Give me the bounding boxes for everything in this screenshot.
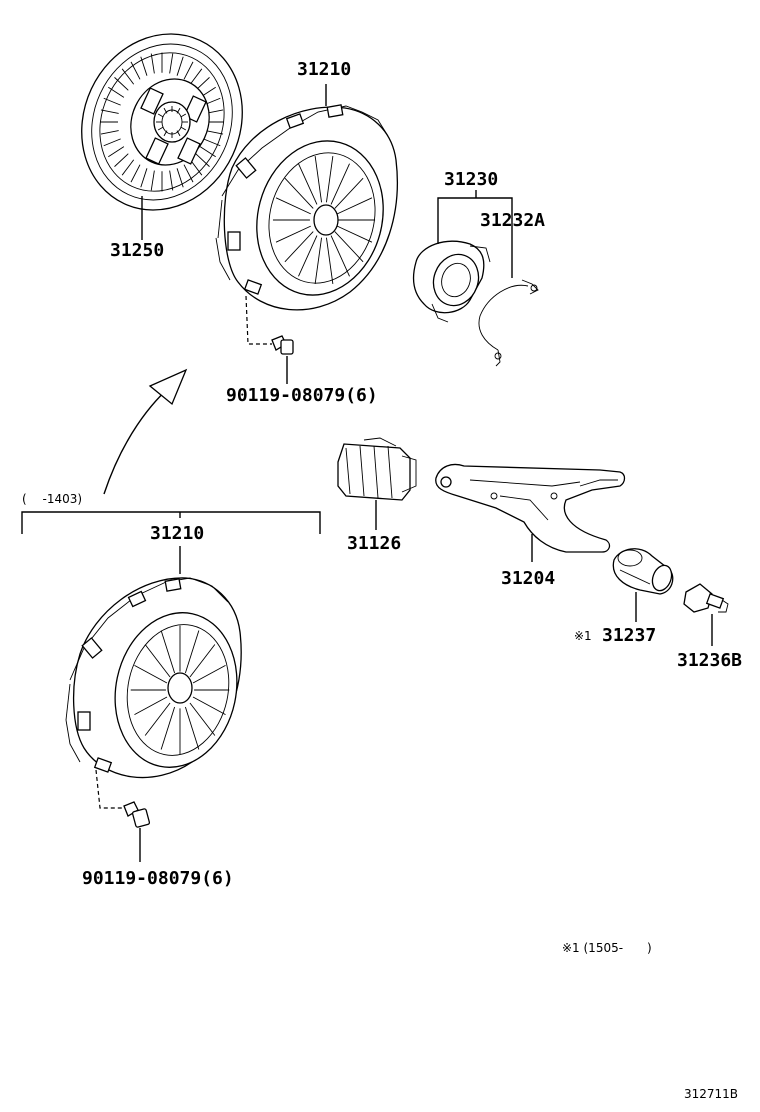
clutch-cover-upper[interactable] xyxy=(215,104,400,311)
line-detail xyxy=(121,159,135,176)
line-detail xyxy=(150,53,155,74)
label-31126: 31126 xyxy=(347,533,401,554)
line-detail xyxy=(108,146,125,158)
line-detail xyxy=(330,163,350,205)
line-detail xyxy=(114,77,129,91)
line-detail xyxy=(100,130,119,135)
label-31204: 31204 xyxy=(501,568,555,589)
line-detail xyxy=(180,126,187,131)
release-fork[interactable] xyxy=(435,463,626,553)
bolt-upper[interactable] xyxy=(271,335,294,355)
line-detail xyxy=(130,164,141,183)
line-detail xyxy=(157,113,164,118)
line-detail xyxy=(108,86,125,98)
line-detail xyxy=(176,168,184,188)
line-detail xyxy=(325,237,334,285)
line-detail xyxy=(195,153,210,167)
line-detail xyxy=(298,235,318,277)
line-detail xyxy=(163,107,168,114)
release-bearing[interactable] xyxy=(412,240,491,323)
line-detail xyxy=(103,97,121,106)
line-detail xyxy=(189,702,216,736)
range-lower: ( -1403) xyxy=(22,492,82,506)
bolt-lower[interactable] xyxy=(123,801,151,828)
release-clip[interactable] xyxy=(478,279,539,367)
label-bolt-lower: 90119-08079(6) xyxy=(82,868,234,889)
line-detail xyxy=(144,702,171,736)
line-detail xyxy=(337,197,373,215)
label-31237: 31237 xyxy=(602,625,656,646)
line-detail xyxy=(199,146,216,158)
line-detail xyxy=(284,177,314,209)
footnote: ※1 (1505- ) xyxy=(562,941,652,955)
line-detail xyxy=(150,170,155,191)
fork-boot[interactable] xyxy=(612,548,675,595)
line-detail xyxy=(134,664,168,684)
line-detail xyxy=(130,61,141,80)
line-detail xyxy=(160,706,176,750)
line-detail xyxy=(184,630,200,674)
clutch-boot[interactable] xyxy=(337,437,417,501)
label-31210-lower: 31210 xyxy=(150,523,204,544)
line-detail xyxy=(330,235,350,277)
line-detail xyxy=(134,696,168,716)
line-detail xyxy=(100,109,119,114)
line-detail xyxy=(140,168,148,188)
line-detail xyxy=(314,155,323,203)
label-31236B: 31236B xyxy=(677,650,742,671)
label-31230: 31230 xyxy=(444,169,498,190)
line-detail xyxy=(160,630,176,674)
line-detail xyxy=(183,164,194,183)
line-detail xyxy=(337,225,373,243)
line-detail xyxy=(334,231,364,263)
label-bolt-upper: 90119-08079(6) xyxy=(226,385,378,406)
fork-pivot[interactable] xyxy=(683,583,729,613)
line-detail xyxy=(192,696,226,716)
line-detail xyxy=(121,68,135,85)
line-detail xyxy=(114,153,129,167)
line-detail xyxy=(189,644,216,678)
line-detail xyxy=(284,231,314,263)
label-31210-upper: 31210 xyxy=(297,59,351,80)
line-detail xyxy=(334,177,364,209)
line-detail xyxy=(180,113,187,118)
line-detail xyxy=(169,53,174,74)
line-detail xyxy=(163,130,168,137)
line-detail xyxy=(169,170,174,191)
label-31250: 31250 xyxy=(110,240,164,261)
line-detail xyxy=(189,68,203,85)
line-detail xyxy=(176,56,184,76)
line-detail xyxy=(192,664,226,684)
line-detail xyxy=(140,56,148,76)
line-detail xyxy=(275,197,311,215)
clutch-disc[interactable] xyxy=(53,7,270,236)
line-detail xyxy=(189,159,203,176)
line-detail xyxy=(314,237,323,285)
line-detail xyxy=(275,225,311,243)
fork-boot-footnote-mark: ※1 xyxy=(574,629,592,643)
line-detail xyxy=(205,130,224,135)
label-31232A: 31232A xyxy=(480,210,545,231)
figure-id: 312711B xyxy=(684,1087,738,1101)
line-detail xyxy=(103,138,121,147)
clutch-cover-lower[interactable] xyxy=(65,577,251,779)
line-detail xyxy=(325,155,334,203)
line-detail xyxy=(176,130,181,137)
line-detail xyxy=(203,138,221,147)
line-detail xyxy=(298,163,318,205)
line-detail xyxy=(176,107,181,114)
line-detail xyxy=(184,706,200,750)
line-detail xyxy=(144,644,171,678)
line-detail xyxy=(183,61,194,80)
line-detail xyxy=(157,126,164,131)
